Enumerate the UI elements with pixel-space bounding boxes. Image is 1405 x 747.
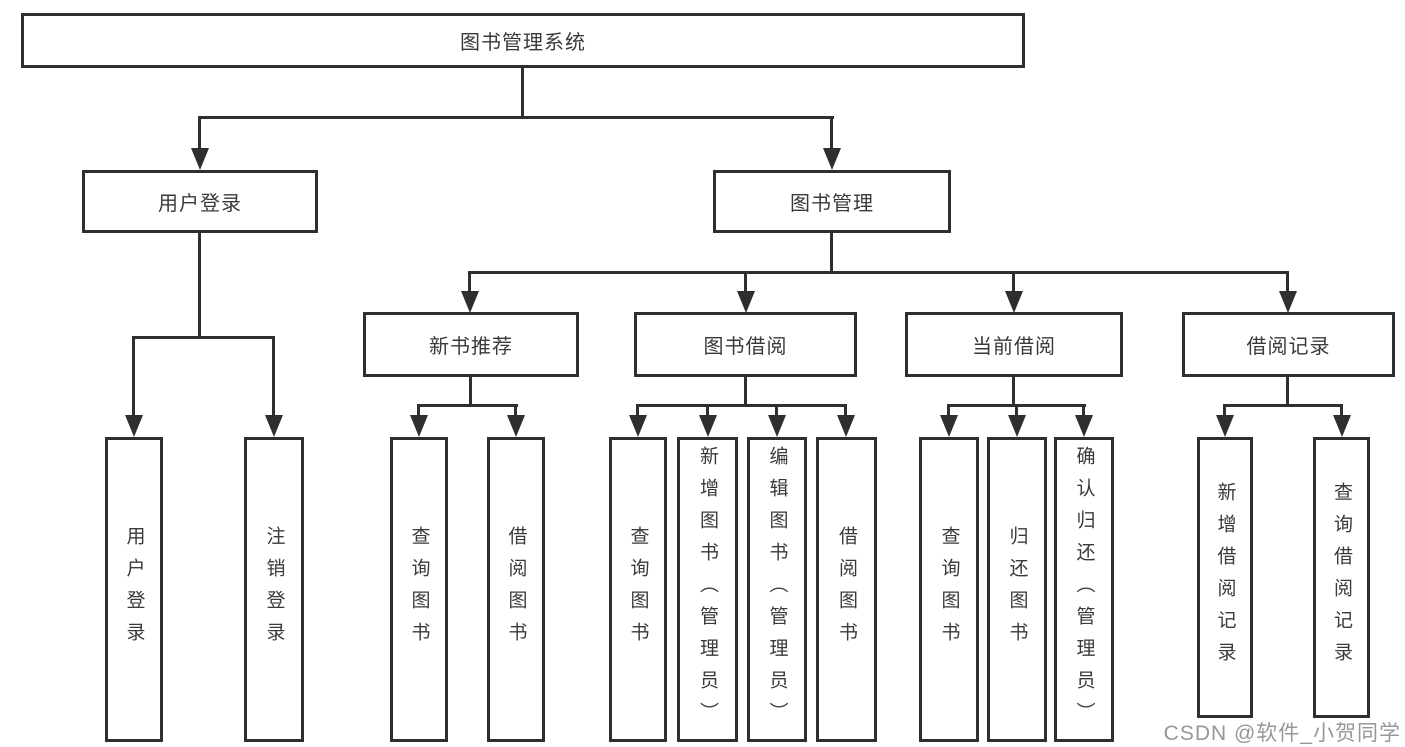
- leaf-label: 查询借阅记录: [1331, 481, 1352, 674]
- leaf-label: 编辑图书（管理员）: [766, 445, 788, 734]
- arrow-down-icon: [1279, 291, 1297, 313]
- arrow-down-icon: [265, 415, 283, 437]
- arrow-down-icon: [461, 291, 479, 313]
- node-book-management: 图书管理: [713, 170, 951, 233]
- connector-drop-records: [1286, 273, 1289, 295]
- connector-drop: [1082, 406, 1085, 419]
- connector-drop-user-login: [198, 118, 201, 152]
- connector-drop: [844, 406, 847, 419]
- leaf-label: 归还图书: [1006, 525, 1028, 654]
- arrow-down-icon: [410, 415, 428, 437]
- connector-current-bar: [947, 404, 1086, 407]
- connector-drop: [706, 406, 709, 419]
- connector-borrowing-stem: [744, 377, 747, 407]
- leaf-query-borrow-record: 查询借阅记录: [1313, 437, 1370, 718]
- connector-borrowing-bar: [636, 404, 847, 407]
- arrow-down-icon: [823, 148, 841, 170]
- connector-drop-borrow: [744, 273, 747, 295]
- arrow-down-icon: [768, 415, 786, 437]
- arrow-down-icon: [191, 148, 209, 170]
- leaf-user-login: 用户登录: [105, 437, 163, 742]
- connector-drop: [1015, 406, 1018, 419]
- connector-recommend-stem: [469, 377, 472, 407]
- node-book-borrowing: 图书借阅: [634, 312, 857, 377]
- arrow-down-icon: [125, 415, 143, 437]
- arrow-down-icon: [1075, 415, 1093, 437]
- leaf-add-borrow-record: 新增借阅记录: [1197, 437, 1253, 718]
- connector-records-stem: [1286, 377, 1289, 407]
- arrow-down-icon: [1216, 415, 1234, 437]
- leaf-query-books-current: 查询图书: [919, 437, 979, 742]
- arrow-down-icon: [940, 415, 958, 437]
- leaf-label: 确认归还（管理员）: [1073, 445, 1095, 734]
- connector-drop: [775, 406, 778, 419]
- connector-drop-book-mgmt: [830, 118, 833, 152]
- connector-drop-recommend: [468, 273, 471, 295]
- connector-records-bar: [1223, 404, 1343, 407]
- arrow-down-icon: [1333, 415, 1351, 437]
- leaf-borrow-books-borrowing: 借阅图书: [816, 437, 877, 742]
- leaf-label: 查询图书: [938, 525, 960, 654]
- leaf-label: 借阅图书: [836, 525, 857, 654]
- connector-bookmgmt-stem: [830, 233, 833, 274]
- connector-drop: [1223, 406, 1226, 419]
- csdn-watermark: CSDN @软件_小贺同学: [1163, 722, 1401, 745]
- connector-userlogin-bar: [132, 336, 275, 339]
- leaf-label: 新增图书（管理员）: [697, 445, 718, 734]
- node-root: 图书管理系统: [21, 13, 1025, 68]
- node-current-borrowing: 当前借阅: [905, 312, 1123, 377]
- leaf-query-books-borrowing: 查询图书: [609, 437, 667, 742]
- leaf-edit-books-admin: 编辑图书（管理员）: [747, 437, 807, 742]
- node-borrow-records: 借阅记录: [1182, 312, 1395, 377]
- leaf-label: 查询图书: [627, 525, 649, 654]
- arrow-down-icon: [737, 291, 755, 313]
- leaf-label: 新增借阅记录: [1214, 481, 1236, 674]
- arrow-down-icon: [699, 415, 717, 437]
- connector-drop: [636, 406, 639, 419]
- node-new-book-recommend: 新书推荐: [363, 312, 579, 377]
- leaf-label: 用户登录: [123, 525, 145, 654]
- connector-drop: [947, 406, 950, 419]
- arrow-down-icon: [1005, 291, 1023, 313]
- connector-drop: [417, 406, 420, 419]
- leaf-label: 查询图书: [408, 525, 430, 654]
- connector-drop-leaf-logout: [272, 338, 275, 420]
- leaf-label: 注销登录: [263, 525, 285, 654]
- connector-root-bar: [198, 116, 834, 119]
- connector-drop-current: [1012, 273, 1015, 295]
- connector-userlogin-stem: [198, 233, 201, 339]
- leaf-query-books-recommend: 查询图书: [390, 437, 448, 742]
- arrow-down-icon: [837, 415, 855, 437]
- connector-drop-leaf-login: [132, 338, 135, 420]
- connector-drop: [1340, 406, 1343, 419]
- leaf-return-books: 归还图书: [987, 437, 1047, 742]
- connector-bookmgmt-bar: [468, 271, 1289, 274]
- node-user-login: 用户登录: [82, 170, 318, 233]
- arrow-down-icon: [629, 415, 647, 437]
- leaf-label: 借阅图书: [505, 525, 527, 654]
- leaf-confirm-return-admin: 确认归还（管理员）: [1054, 437, 1114, 742]
- connector-recommend-bar: [417, 404, 518, 407]
- arrow-down-icon: [507, 415, 525, 437]
- connector-current-stem: [1012, 377, 1015, 407]
- leaf-borrow-books-recommend: 借阅图书: [487, 437, 545, 742]
- arrow-down-icon: [1008, 415, 1026, 437]
- leaf-add-books-admin: 新增图书（管理员）: [677, 437, 738, 742]
- leaf-logout: 注销登录: [244, 437, 304, 742]
- connector-drop: [514, 406, 517, 419]
- connector-root-stem: [521, 68, 524, 118]
